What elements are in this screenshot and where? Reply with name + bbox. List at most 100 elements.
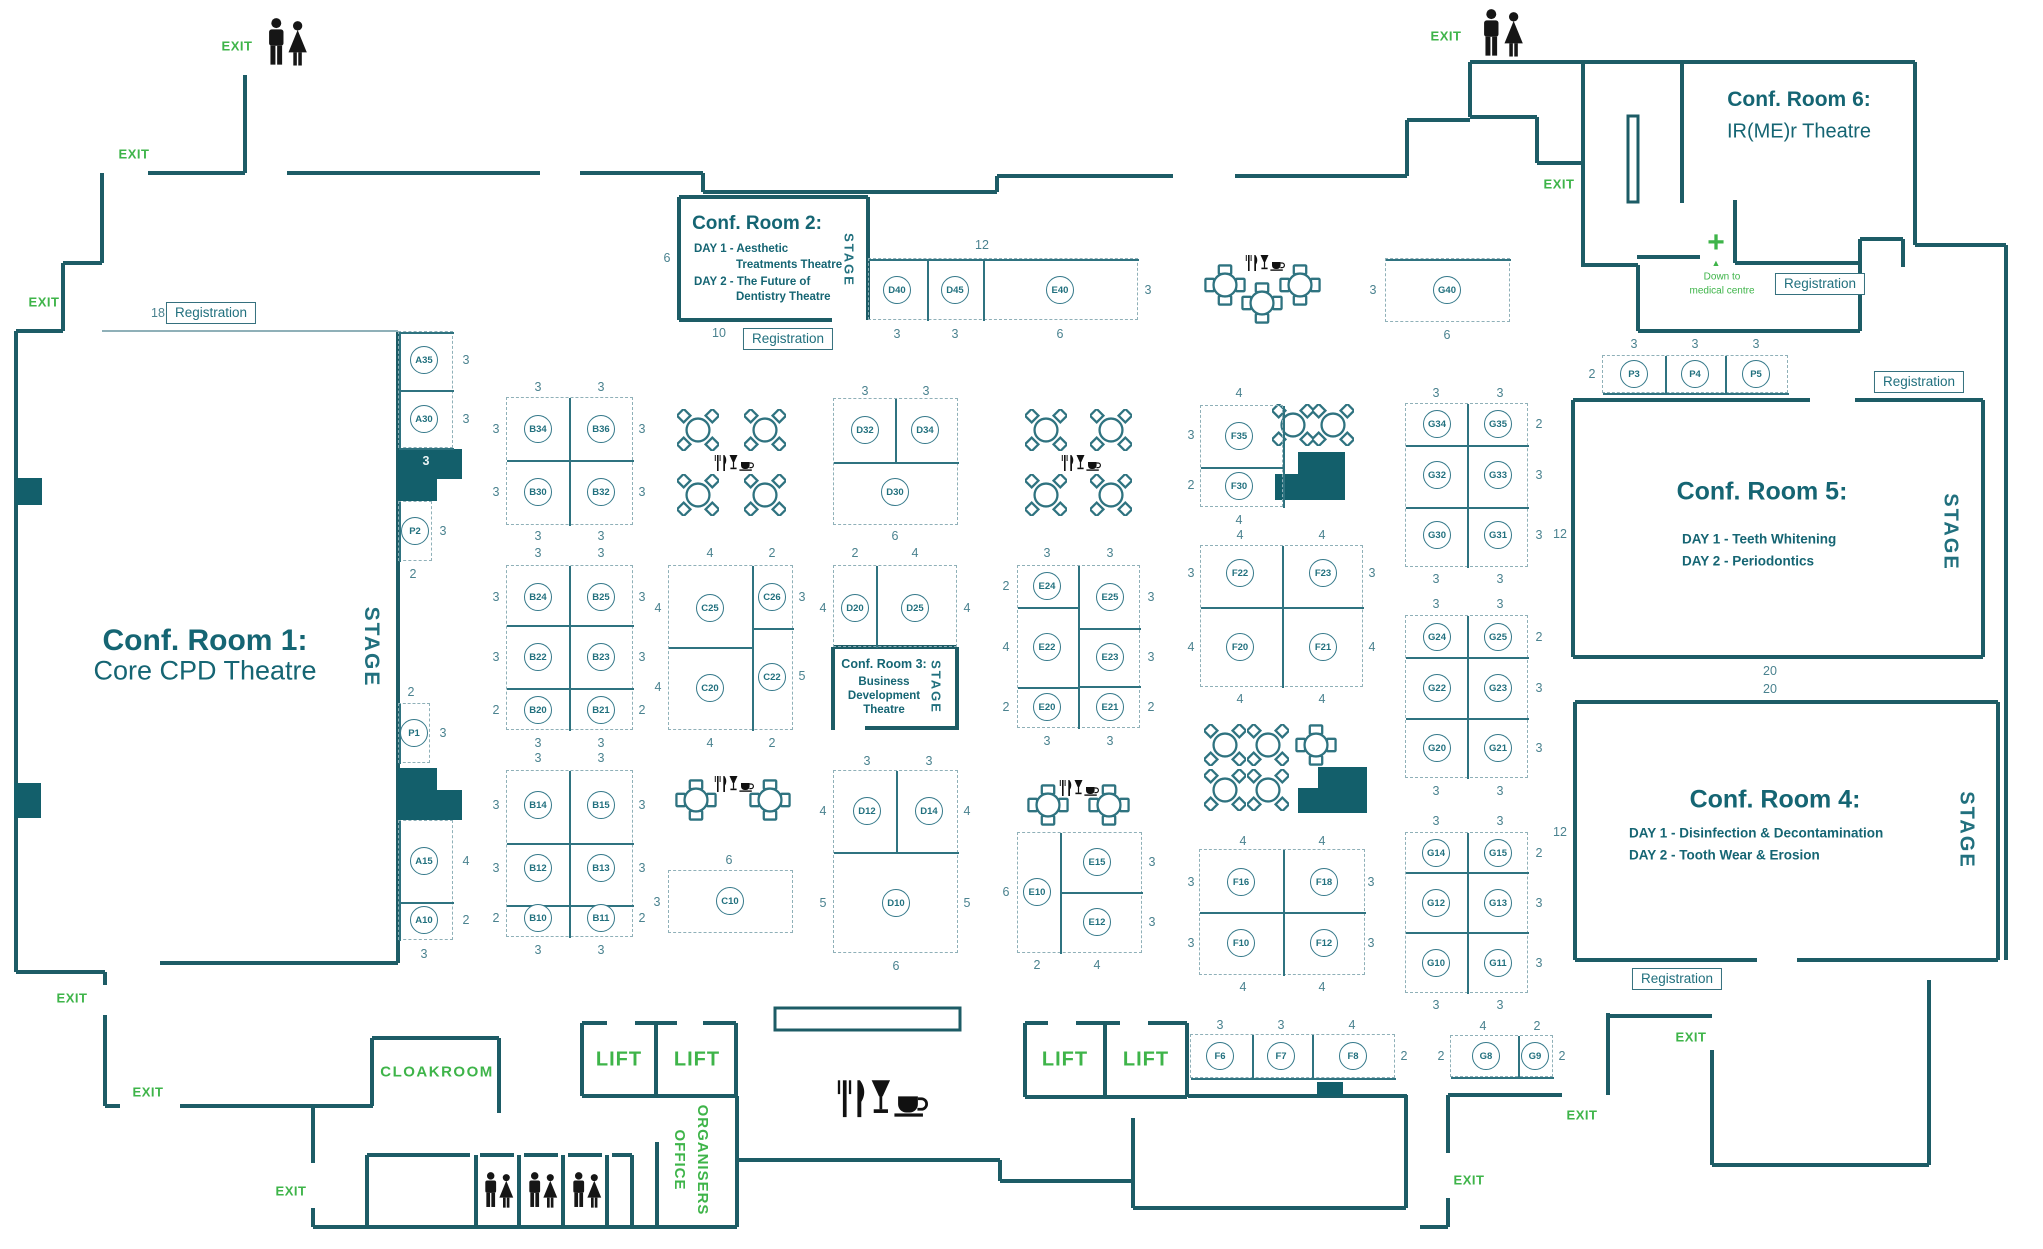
- dimension-label: 3: [1432, 386, 1440, 400]
- table-diamond-chairs: [677, 474, 719, 516]
- dimension-label: 3: [1630, 337, 1638, 351]
- dimension-label: 3: [492, 798, 500, 812]
- conf-room-2-line: Dentistry Theatre: [736, 291, 831, 303]
- stand-D40: D40: [883, 276, 911, 304]
- stand-B10: B10: [524, 904, 552, 932]
- dimension-label: 3: [492, 650, 500, 664]
- stand-divider: [399, 390, 454, 392]
- dimension-label: 2: [1400, 1049, 1408, 1063]
- stand-group-d10s: [833, 770, 959, 953]
- stand-divider: [669, 647, 753, 649]
- stand-group-d20s: [833, 565, 957, 648]
- stand-G31: G31: [1484, 521, 1512, 549]
- dimension-label: 6: [663, 251, 671, 265]
- dimension-label: 3: [653, 895, 661, 909]
- stand-F23: F23: [1309, 559, 1337, 587]
- dimension-label: 3: [1432, 998, 1440, 1012]
- dimension-label: 3: [1187, 875, 1195, 889]
- stand-B23: B23: [587, 643, 615, 671]
- dimension-label: 6: [1056, 327, 1064, 341]
- dimension-label: 3: [597, 751, 605, 765]
- stand-C20: C20: [696, 674, 724, 702]
- stand-divider: [1406, 718, 1529, 720]
- dimension-label: 6: [1443, 328, 1451, 342]
- stand-divider: [569, 771, 571, 938]
- table-diamond-chairs: [1204, 724, 1246, 766]
- exit-label-6: EXIT: [1430, 28, 1462, 44]
- dimension-label: 3: [597, 546, 605, 560]
- registration-desk-2: Registration: [1774, 273, 1866, 295]
- dimension-label: 4: [1093, 958, 1101, 972]
- stand-G9: G9: [1521, 1042, 1549, 1070]
- dimension-label: 4: [963, 601, 971, 615]
- stand-G35: G35: [1484, 410, 1512, 438]
- stand-divider: [399, 448, 454, 450]
- stand-F16: F16: [1227, 868, 1255, 896]
- conf-room-5-title: Conf. Room 5:: [1676, 477, 1848, 506]
- dimension-label: 3: [1432, 784, 1440, 798]
- stand-G23: G23: [1484, 674, 1512, 702]
- conf-room-5-line: DAY 2 - Periodontics: [1682, 553, 1815, 569]
- stand-E40: E40: [1046, 276, 1074, 304]
- dimension-label: 2: [768, 736, 776, 750]
- exit-label-2: EXIT: [28, 294, 60, 310]
- conf-room-3-title: Conf. Room 3:: [841, 657, 927, 671]
- exit-label-0: EXIT: [221, 38, 253, 54]
- stand-group-g-row: [1450, 1035, 1554, 1079]
- stand-B20: B20: [524, 696, 552, 724]
- dimension-label: 3: [534, 380, 542, 394]
- stand-B12: B12: [524, 854, 552, 882]
- dimension-label: 3: [922, 384, 930, 398]
- dimension-label: 3: [1432, 814, 1440, 828]
- stand-divider: [507, 625, 634, 627]
- dimension-label: 4: [654, 601, 662, 615]
- dimension-label: 2: [768, 546, 776, 560]
- stand-group-f-row: [1190, 1034, 1396, 1080]
- stand-C25: C25: [696, 594, 724, 622]
- dimension-label: 2: [1187, 478, 1195, 492]
- catering-icon: [1245, 254, 1285, 272]
- dimension-label: 3: [1368, 566, 1376, 580]
- stand-A10: A10: [410, 906, 438, 934]
- conf-room-2-stage-label: STAGE: [841, 233, 857, 287]
- registration-desk-0: Registration: [165, 302, 257, 324]
- dimension-label: 4: [1318, 980, 1326, 994]
- table-square-chairs: [1279, 264, 1321, 306]
- stand-G30: G30: [1423, 521, 1451, 549]
- dimension-label: 5: [819, 896, 827, 910]
- exit-label-1: EXIT: [118, 146, 150, 162]
- stand-C26: C26: [758, 583, 786, 611]
- stand-divider: [1406, 507, 1529, 509]
- stand-B32: B32: [587, 478, 615, 506]
- dimension-label: 3: [638, 861, 646, 875]
- stand-A35: A35: [410, 346, 438, 374]
- stand-P2: P2: [401, 517, 429, 545]
- stand-divider: [1725, 356, 1727, 394]
- female-toilet-icon: [543, 1174, 558, 1208]
- stand-D14: D14: [915, 797, 943, 825]
- stand-B14: B14: [524, 791, 552, 819]
- dimension-label: 3: [597, 529, 605, 543]
- table-diamond-chairs: [744, 409, 786, 451]
- table-diamond-chairs: [744, 474, 786, 516]
- medical-plus-icon: +: [1707, 226, 1725, 259]
- dimension-label: 3: [1535, 896, 1543, 910]
- stand-divider: [1451, 1077, 1554, 1079]
- stand-divider: [399, 821, 401, 941]
- conf-room-5-line: DAY 1 - Teeth Whitening: [1682, 531, 1837, 547]
- dimension-label: 3: [462, 412, 470, 426]
- stand-divider: [1467, 616, 1469, 779]
- stand-divider: [834, 462, 959, 464]
- stand-F8: F8: [1339, 1042, 1367, 1070]
- stand-divider: [1283, 406, 1285, 508]
- dimension-label: 20: [1763, 664, 1777, 678]
- dimension-label: 3: [1187, 936, 1195, 950]
- stand-divider: [1467, 404, 1469, 568]
- dimension-label: 6: [725, 853, 733, 867]
- stand-divider: [927, 259, 929, 321]
- dimension-label: 4: [706, 546, 714, 560]
- dimension-label: 2: [1437, 1049, 1445, 1063]
- conf-room-2-line: DAY 1 - Aesthetic: [694, 243, 789, 255]
